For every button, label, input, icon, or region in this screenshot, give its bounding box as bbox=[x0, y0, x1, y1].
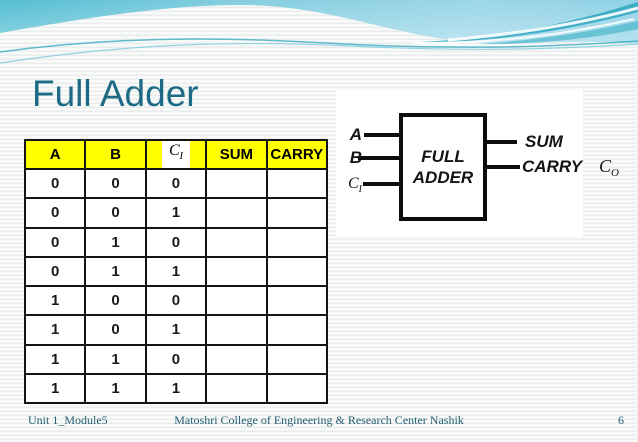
cell-b: 0 bbox=[84, 197, 147, 229]
truth-table: A B CI SUM CARRY 0 0 0 0 0 1 bbox=[23, 139, 329, 405]
table-row: 1 0 1 bbox=[23, 314, 329, 346]
cell-b: 1 bbox=[84, 255, 147, 288]
footer-unit-label: Unit 1_Module5 bbox=[28, 413, 108, 427]
cell-carry bbox=[265, 314, 329, 346]
col-header-carry: CARRY bbox=[265, 139, 329, 170]
table-row: 1 1 0 bbox=[23, 343, 329, 375]
col-header-ci: CI bbox=[144, 139, 208, 170]
cell-a: 0 bbox=[23, 226, 87, 258]
cell-a: 0 bbox=[23, 255, 87, 288]
table-row: 0 0 1 bbox=[23, 197, 329, 229]
cell-carry bbox=[265, 167, 329, 200]
cell-sum bbox=[205, 255, 268, 288]
output-label-carry: CARRY bbox=[522, 157, 583, 176]
input-label-a: A bbox=[349, 125, 362, 144]
cell-sum bbox=[205, 314, 268, 346]
table-row: 1 1 1 bbox=[23, 372, 329, 405]
cell-carry bbox=[265, 284, 329, 317]
input-wire-ci bbox=[363, 182, 399, 186]
output-label-sum: SUM bbox=[525, 132, 563, 151]
cell-ci: 0 bbox=[144, 226, 208, 258]
cell-carry bbox=[265, 372, 329, 405]
cell-ci: 0 bbox=[144, 343, 208, 375]
footer-college-label: Matoshri College of Engineering & Resear… bbox=[174, 413, 464, 427]
cell-b: 0 bbox=[84, 284, 147, 317]
cell-carry bbox=[265, 226, 329, 258]
col-header-b: B bbox=[84, 139, 147, 170]
page-title: Full Adder bbox=[32, 73, 199, 114]
cell-carry bbox=[265, 343, 329, 375]
cell-carry bbox=[265, 255, 329, 288]
cell-ci: 1 bbox=[144, 255, 208, 288]
output-wire-sum bbox=[487, 140, 517, 144]
truth-table-header-row: A B CI SUM CARRY bbox=[23, 139, 329, 170]
cell-sum bbox=[205, 226, 268, 258]
cell-ci: 0 bbox=[144, 284, 208, 317]
cell-b: 1 bbox=[84, 226, 147, 258]
cell-b: 1 bbox=[84, 372, 147, 405]
input-label-ci: CI bbox=[347, 175, 362, 195]
input-wire-a bbox=[364, 133, 399, 137]
cell-a: 1 bbox=[23, 284, 87, 317]
cell-b: 1 bbox=[84, 343, 147, 375]
cell-ci: 1 bbox=[144, 372, 208, 405]
cell-sum bbox=[205, 197, 268, 229]
header-wave-graphic bbox=[0, 0, 638, 64]
table-row: 1 0 0 bbox=[23, 284, 329, 317]
cell-b: 0 bbox=[84, 167, 147, 200]
block-label-line1: FULL bbox=[421, 146, 465, 166]
table-row: 0 1 0 bbox=[23, 226, 329, 258]
table-row: 0 1 1 bbox=[23, 255, 329, 288]
full-adder-diagram: FULL ADDER A B CI SUM CARRY bbox=[336, 90, 583, 236]
cell-ci: 0 bbox=[144, 167, 208, 200]
footer-page-number: 6 bbox=[618, 413, 624, 427]
input-label-b: B bbox=[349, 148, 362, 167]
table-row: 0 0 0 bbox=[23, 167, 329, 200]
cell-a: 1 bbox=[23, 372, 87, 405]
col-header-a: A bbox=[23, 139, 87, 170]
cell-sum bbox=[205, 284, 268, 317]
input-wire-b bbox=[358, 156, 399, 160]
cell-carry bbox=[265, 197, 329, 229]
cell-sum bbox=[205, 372, 268, 405]
carry-out-label: CO bbox=[599, 156, 619, 179]
full-adder-block: FULL ADDER bbox=[399, 113, 487, 221]
cell-a: 0 bbox=[23, 167, 87, 200]
cell-a: 1 bbox=[23, 314, 87, 346]
output-wire-carry bbox=[487, 165, 520, 169]
col-header-sum: SUM bbox=[205, 139, 268, 170]
ci-equation-patch: CI bbox=[161, 142, 190, 167]
cell-ci: 1 bbox=[144, 314, 208, 346]
cell-ci: 1 bbox=[144, 197, 208, 229]
cell-a: 1 bbox=[23, 343, 87, 375]
cell-sum bbox=[205, 167, 268, 200]
slide-footer: Unit 1_Module5 Matoshri College of Engin… bbox=[0, 413, 638, 429]
block-label-line2: ADDER bbox=[412, 168, 474, 187]
cell-a: 0 bbox=[23, 197, 87, 229]
cell-b: 0 bbox=[84, 314, 147, 346]
cell-sum bbox=[205, 343, 268, 375]
